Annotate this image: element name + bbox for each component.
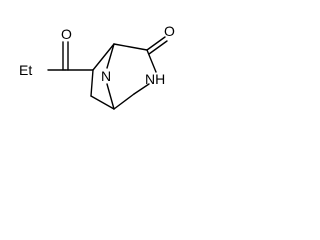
bond-c5-c6 [90,95,115,110]
bridge-nitrogen-label: N [101,68,111,84]
bond-lactam-double-b [148,40,168,55]
bond-c4-c5 [113,93,135,110]
bond-c7-c1 [92,43,115,71]
bond-nh-c4 [133,83,150,95]
lactam-oxygen-label: O [164,23,175,39]
bond-lactam-double-a [146,36,166,51]
ethyl-label: Et [19,62,32,78]
bond-c2-nh [146,49,157,73]
bond-c1-bridge-n [106,43,115,69]
bond-c6-c7 [90,69,94,97]
ketone-oxygen-label: O [61,26,72,42]
bond-c1-c2 [113,43,148,51]
structure-diagram: Et O O N NH [19,23,175,110]
bond-bridge-n-c5 [106,83,115,110]
ring-nitrogen-label: NH [145,71,165,87]
